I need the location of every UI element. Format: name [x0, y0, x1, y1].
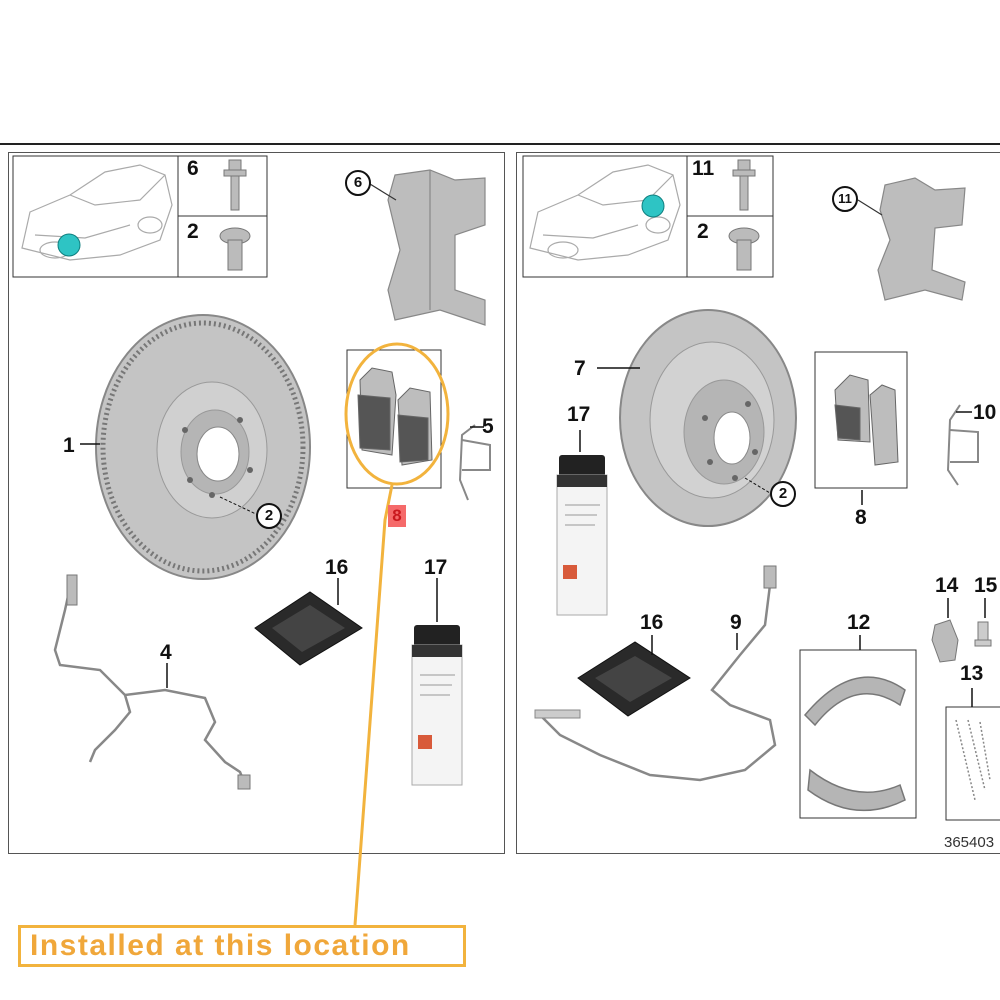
wear-sensor-left [53, 574, 251, 790]
part-label-2: 2 [256, 503, 282, 529]
highlight-badge: 8 [388, 505, 406, 527]
brake-pad-box-right [814, 351, 908, 489]
part-label-16: 16 [325, 556, 349, 579]
brake-pads-right [834, 374, 899, 466]
caliper-carrier-right [877, 177, 966, 301]
anti-rattle-clip-right [946, 404, 979, 486]
highlight-ring [344, 342, 450, 486]
part-label-7: 7 [574, 357, 586, 380]
inset-label-2-right: 2 [697, 220, 709, 243]
brake-pads-left [357, 367, 433, 466]
part-label-17: 17 [424, 556, 448, 579]
location-dot-front [57, 233, 81, 257]
part-label-11: 11 [832, 186, 858, 212]
anti-rattle-clip-left [458, 424, 491, 501]
part-label-4: 4 [160, 641, 172, 664]
parking-brake-shoes [803, 676, 906, 812]
diagram-reference-number: 365403 [944, 834, 995, 851]
bolt-icon-11-right [732, 159, 756, 211]
part-label-8: 8 [855, 506, 867, 529]
pin-part-15 [974, 621, 992, 647]
bolt-icon-6-left [223, 159, 247, 211]
inset-label-2: 2 [187, 220, 199, 243]
spray-can-right [556, 455, 608, 616]
brake-disc-right [619, 309, 797, 527]
part-label-16-right: 16 [640, 611, 664, 634]
inset-label-6: 6 [187, 157, 199, 180]
rear-brake-panel [516, 152, 1000, 854]
car-outline-right [529, 164, 681, 261]
part-label-1: 1 [63, 434, 75, 457]
part-label-5: 5 [482, 415, 494, 438]
part-label-17-right: 17 [567, 403, 591, 426]
top-rule [0, 143, 1000, 145]
part-label-10: 10 [973, 401, 997, 424]
inset-label-11: 11 [692, 157, 715, 180]
bolt-icon-2-left [219, 227, 251, 271]
part-label-6: 6 [345, 170, 371, 196]
grease-packet-right [577, 641, 691, 717]
brake-disc-left [95, 314, 311, 580]
brake-shoe-box [799, 649, 917, 819]
bolt-icon-2-right [728, 227, 760, 271]
part-label-12: 12 [847, 611, 871, 634]
adjuster-part-14 [931, 619, 959, 663]
location-dot-rear [641, 194, 665, 218]
part-label-9: 9 [730, 611, 742, 634]
spring-kit-box [945, 706, 1000, 821]
caliper-carrier-left [387, 169, 486, 326]
wear-sensor-right [534, 565, 777, 782]
highlight-leader-line [353, 484, 394, 926]
front-brake-panel [8, 152, 505, 854]
part-label-15: 15 [974, 574, 998, 597]
spring-kit [955, 719, 991, 801]
part-label-13: 13 [960, 662, 984, 685]
spray-can-left [411, 625, 463, 786]
part-label-2-right: 2 [770, 481, 796, 507]
grease-packet-left [254, 591, 363, 666]
part-label-14: 14 [935, 574, 959, 597]
installed-location-callout: Installed at this location [18, 925, 466, 967]
